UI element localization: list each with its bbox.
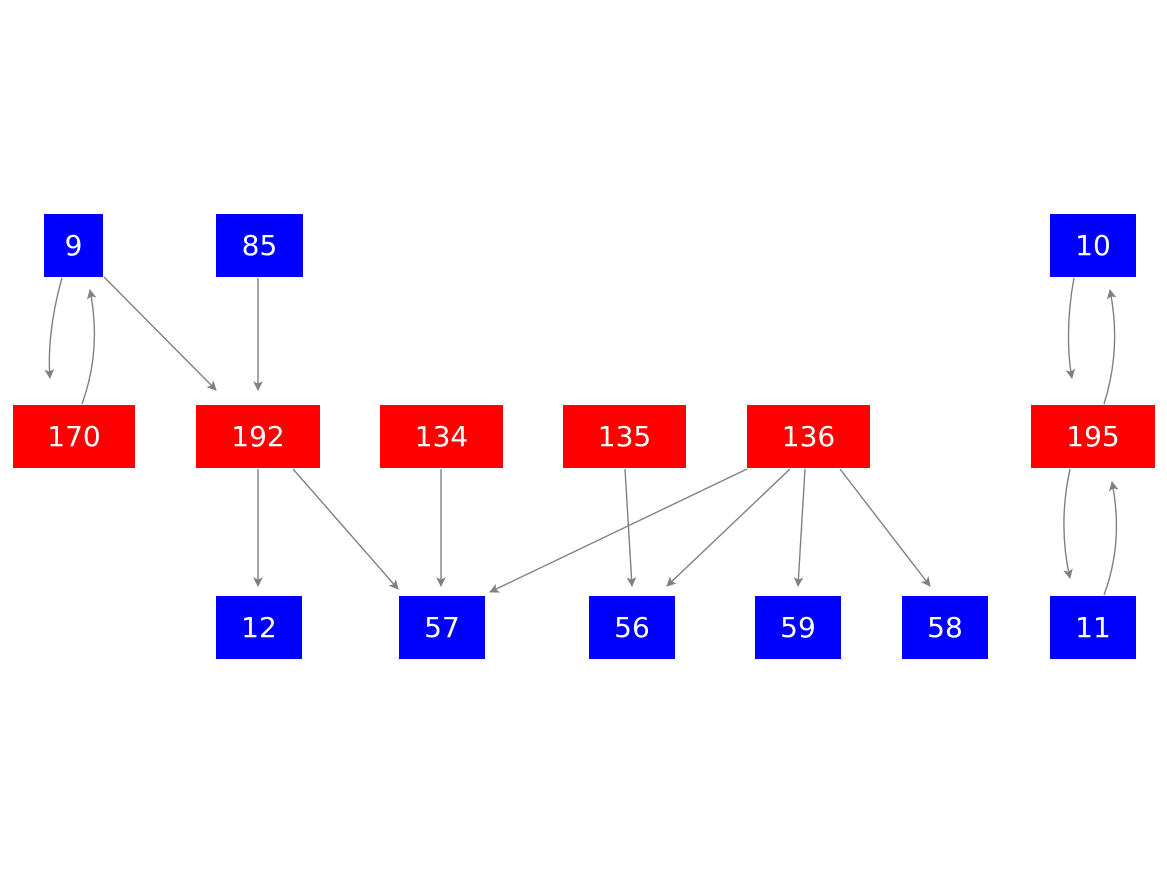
node-label: 192 xyxy=(231,419,285,453)
node-56[interactable]: 56 xyxy=(589,596,675,659)
node-label: 9 xyxy=(64,228,83,262)
node-11[interactable]: 11 xyxy=(1050,596,1136,659)
edge-n9-to-n192 xyxy=(103,276,217,391)
edge-n136-to-n57 xyxy=(489,468,748,593)
node-59[interactable]: 59 xyxy=(755,596,841,659)
node-label: 12 xyxy=(241,610,277,644)
node-85[interactable]: 85 xyxy=(216,214,303,277)
node-192[interactable]: 192 xyxy=(196,405,320,468)
edge-n136-to-n56 xyxy=(666,468,791,587)
node-57[interactable]: 57 xyxy=(399,596,485,659)
node-label: 170 xyxy=(47,419,101,453)
edge-n136-to-n59 xyxy=(793,468,806,587)
node-12[interactable]: 12 xyxy=(216,596,302,659)
node-58[interactable]: 58 xyxy=(902,596,988,659)
edge-n170-to-n9 xyxy=(81,289,97,405)
node-label: 85 xyxy=(241,228,278,262)
node-label: 134 xyxy=(414,419,469,453)
edge-n195-to-n11 xyxy=(1063,468,1073,579)
edge-n11-to-n195 xyxy=(1103,481,1119,596)
node-9[interactable]: 9 xyxy=(44,214,103,277)
node-label: 195 xyxy=(1066,419,1120,453)
node-134[interactable]: 134 xyxy=(380,405,503,468)
node-label: 135 xyxy=(597,419,652,453)
edge-n9-to-n170 xyxy=(44,277,63,379)
node-10[interactable]: 10 xyxy=(1050,214,1136,277)
node-label: 56 xyxy=(614,610,650,644)
node-label: 10 xyxy=(1075,228,1111,262)
edge-n195-to-n10 xyxy=(1103,289,1117,405)
node-136[interactable]: 136 xyxy=(747,405,870,468)
node-label: 136 xyxy=(781,419,836,453)
edge-n192-to-n57 xyxy=(292,468,399,590)
node-label: 58 xyxy=(927,610,963,644)
node-135[interactable]: 135 xyxy=(563,405,686,468)
node-195[interactable]: 195 xyxy=(1031,405,1155,468)
node-170[interactable]: 170 xyxy=(13,405,135,468)
node-label: 11 xyxy=(1075,610,1111,644)
node-label: 59 xyxy=(780,610,816,644)
edge-n10-to-n195 xyxy=(1065,277,1076,379)
edge-n136-to-n58 xyxy=(839,468,931,587)
edge-n135-to-n56 xyxy=(624,468,637,587)
node-label: 57 xyxy=(424,610,460,644)
